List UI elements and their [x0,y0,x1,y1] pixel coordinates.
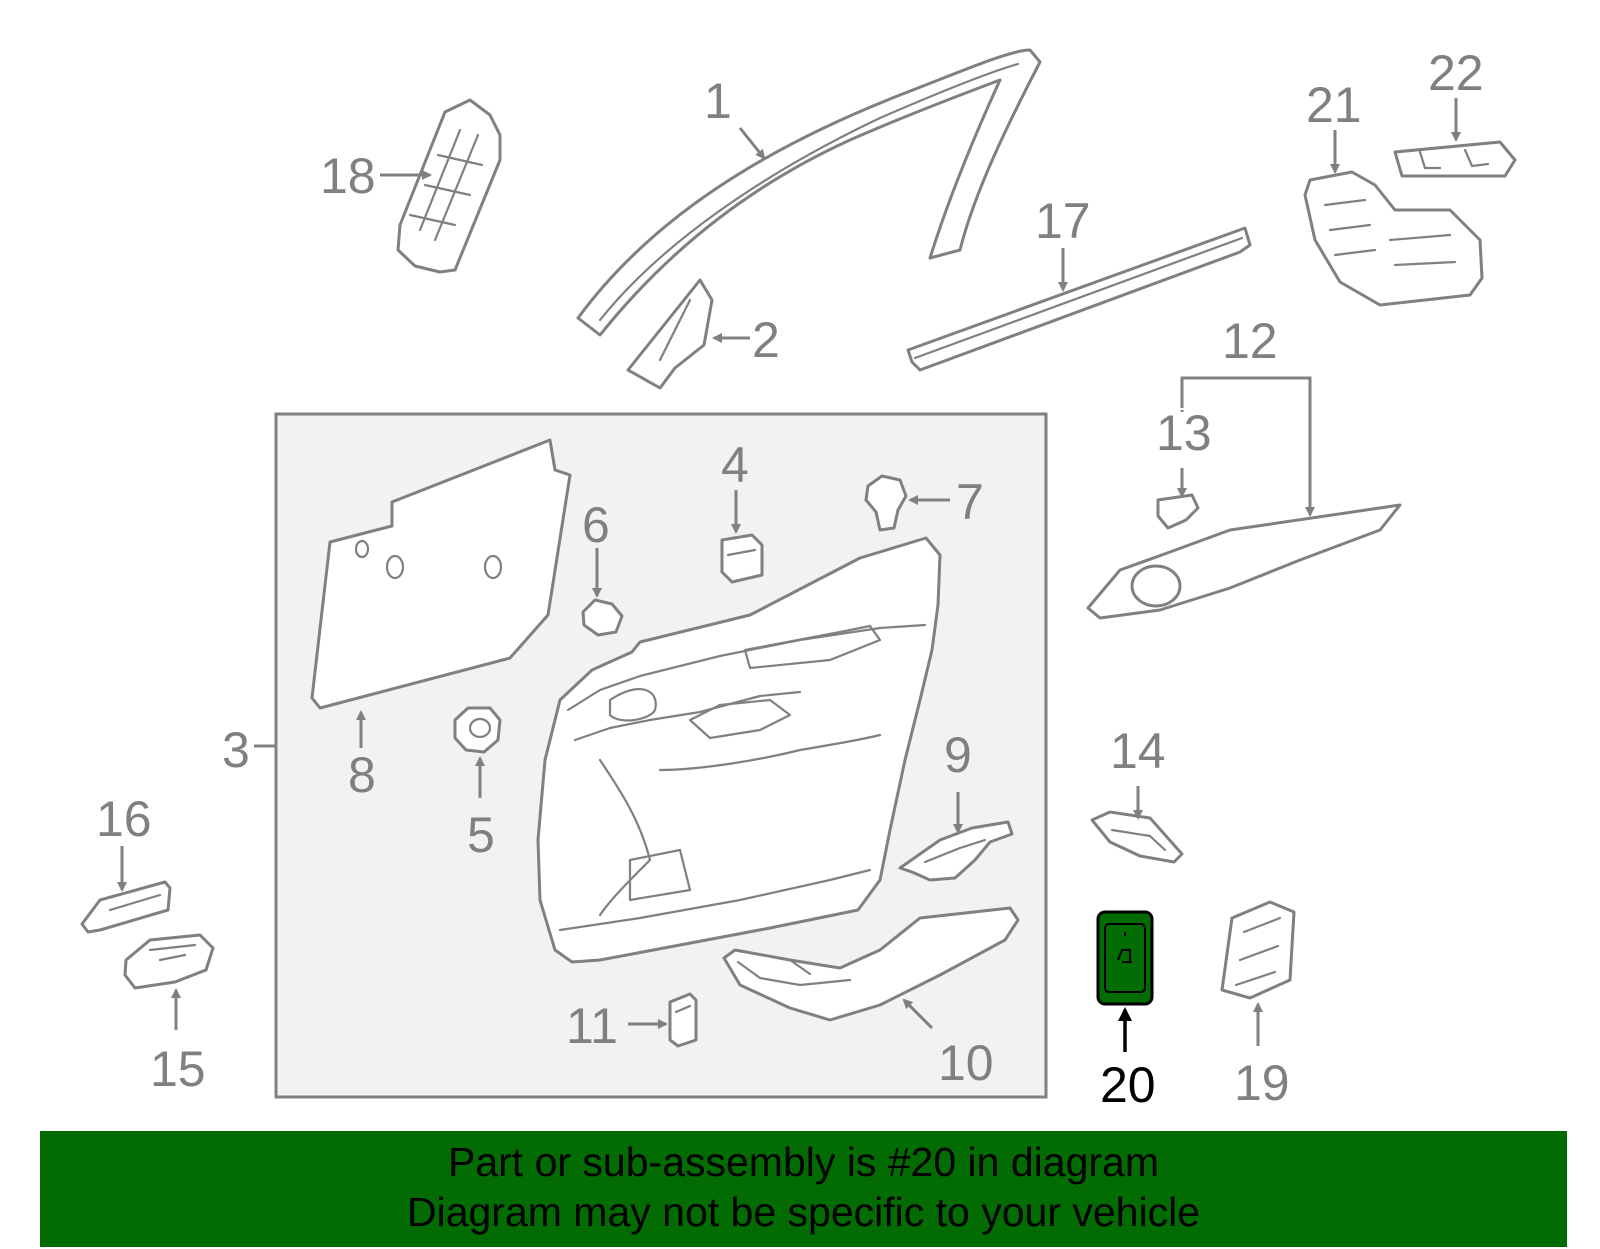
part-20-seat-heater-switch[interactable] [1096,910,1154,1006]
label-9: 9 [944,727,972,783]
label-2: 2 [752,312,780,368]
part-19-switch [1220,900,1296,1000]
part-12-trim-strip [1086,503,1402,620]
part-17-belt-molding [906,226,1252,372]
banner-line-2: Diagram may not be specific to your vehi… [406,1189,1200,1235]
label-12: 12 [1222,313,1278,369]
part-8-water-shield [310,438,572,710]
label-1: 1 [704,73,732,129]
label-16: 16 [96,791,152,847]
part-21-seat-switch-panel [1303,170,1484,307]
label-18: 18 [320,148,376,204]
part-22-memory-switch [1393,140,1517,178]
label-13: 13 [1156,405,1212,461]
label-3: 3 [222,722,250,778]
part-6-clip [581,598,624,637]
banner-line-1: Part or sub-assembly is #20 in diagram [448,1139,1159,1185]
part-14-trim-insert [1090,810,1184,864]
label-22: 22 [1428,45,1484,101]
label-7: 7 [956,474,984,530]
part-1-window-molding [576,48,1042,337]
part-7-cap [864,474,908,532]
part-15-lamp [123,933,215,990]
part-2-corner-trim [626,278,714,390]
part-4-clip [720,533,764,584]
label-15: 15 [150,1041,206,1097]
label-4: 4 [721,437,749,493]
label-10: 10 [938,1035,994,1091]
part-10-armrest [722,906,1020,1022]
part-11-clip [668,992,698,1048]
part-13-clip [1156,493,1200,530]
label-14: 14 [1110,723,1166,779]
label-8: 8 [348,747,376,803]
label-21: 21 [1306,77,1362,133]
info-banner: Part or sub-assembly is #20 in diagram D… [40,1131,1567,1247]
door-trim-panel [536,536,942,964]
part-5-grommet [453,706,502,754]
label-19: 19 [1234,1055,1290,1111]
label-5: 5 [467,807,495,863]
label-17: 17 [1035,193,1091,249]
part-16-light-housing [80,880,172,934]
label-20: 20 [1100,1057,1156,1113]
label-11: 11 [566,998,618,1054]
part-18-window-switch [396,98,502,274]
label-6: 6 [582,497,610,553]
